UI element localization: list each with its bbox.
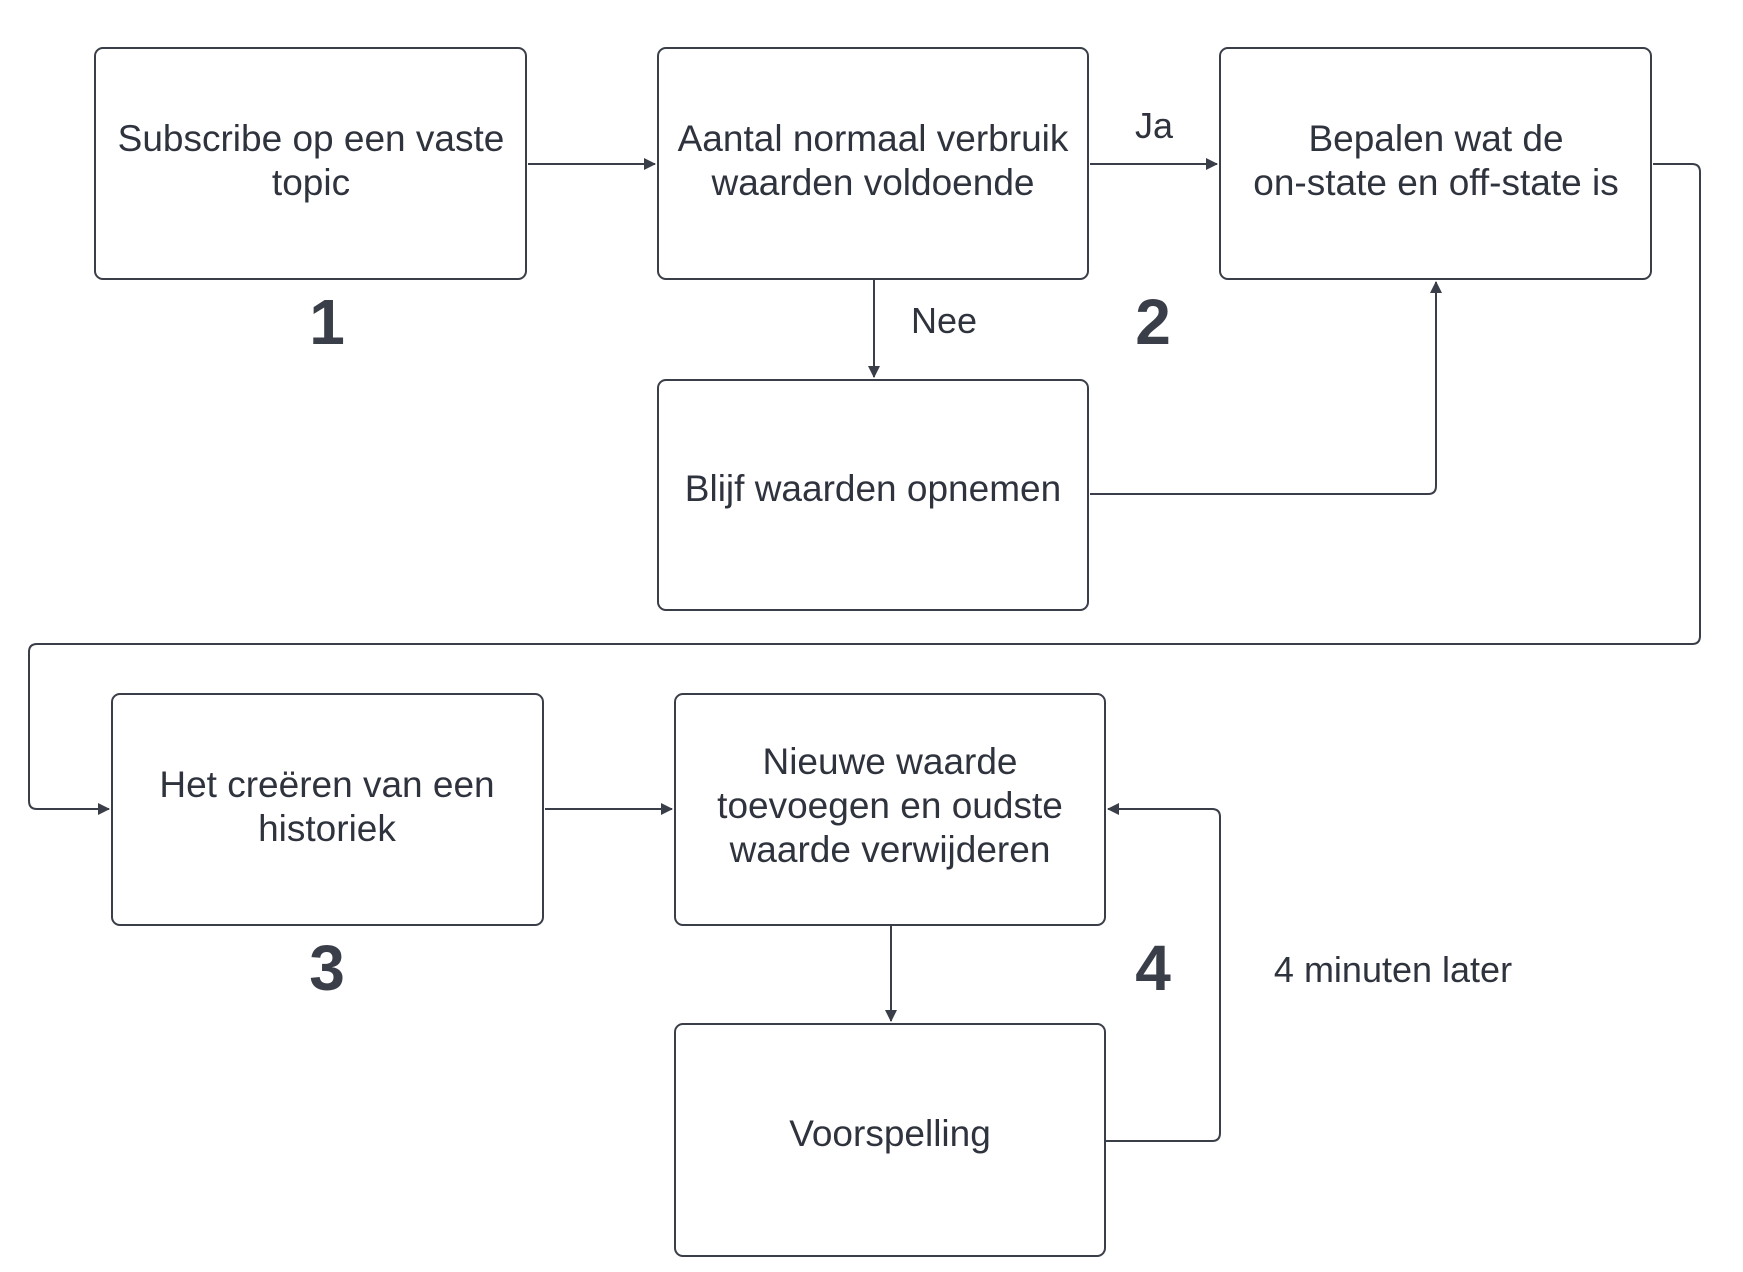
- box-determine-state-line-2: on-state en off-state is: [1253, 162, 1618, 203]
- box-create-history-line-1: Het creëren van een: [159, 764, 494, 805]
- box-create-history: Het creëren van een historiek: [111, 693, 544, 926]
- box-prediction-line-1: Voorspelling: [789, 1113, 991, 1154]
- box-subscribe-line-2: topic: [272, 162, 350, 203]
- box-check-count-line-1: Aantal normaal verbruik: [678, 118, 1069, 159]
- box-check-count-line-2: waarden voldoende: [711, 162, 1035, 203]
- box-keep-recording: Blijf waarden opnemen: [657, 379, 1089, 611]
- box-check-count: Aantal normaal verbruik waarden voldoend…: [657, 47, 1089, 280]
- step-number-2: 2: [1135, 286, 1171, 358]
- box-create-history-line-2: historiek: [258, 808, 396, 849]
- box-determine-state: Bepalen wat de on-state en off-state is: [1219, 47, 1652, 280]
- box-prediction: Voorspelling: [674, 1023, 1106, 1257]
- box-determine-state-line-1: Bepalen wat de: [1308, 118, 1563, 159]
- label-no: Nee: [911, 300, 977, 341]
- arrow-determine-to-history: [28, 163, 1701, 815]
- box-update-values-line-3: waarde verwijderen: [729, 829, 1051, 870]
- step-number-3: 3: [309, 932, 345, 1004]
- arrow-prediction-loop-to-update: [1106, 803, 1221, 1142]
- arrow-record-to-determine: [1090, 281, 1442, 495]
- box-update-values-line-1: Nieuwe waarde: [762, 741, 1017, 782]
- box-update-values: Nieuwe waarde toevoegen en oudste waarde…: [674, 693, 1106, 926]
- box-keep-recording-line-1: Blijf waarden opnemen: [685, 468, 1061, 509]
- box-update-values-line-2: toevoegen en oudste: [717, 785, 1063, 826]
- box-subscribe-line-1: Subscribe op een vaste: [118, 118, 505, 159]
- label-yes: Ja: [1135, 105, 1174, 146]
- step-number-4: 4: [1135, 932, 1171, 1004]
- label-interval: 4 minuten later: [1274, 949, 1512, 990]
- box-subscribe: Subscribe op een vaste topic: [94, 47, 527, 280]
- step-number-1: 1: [309, 286, 345, 358]
